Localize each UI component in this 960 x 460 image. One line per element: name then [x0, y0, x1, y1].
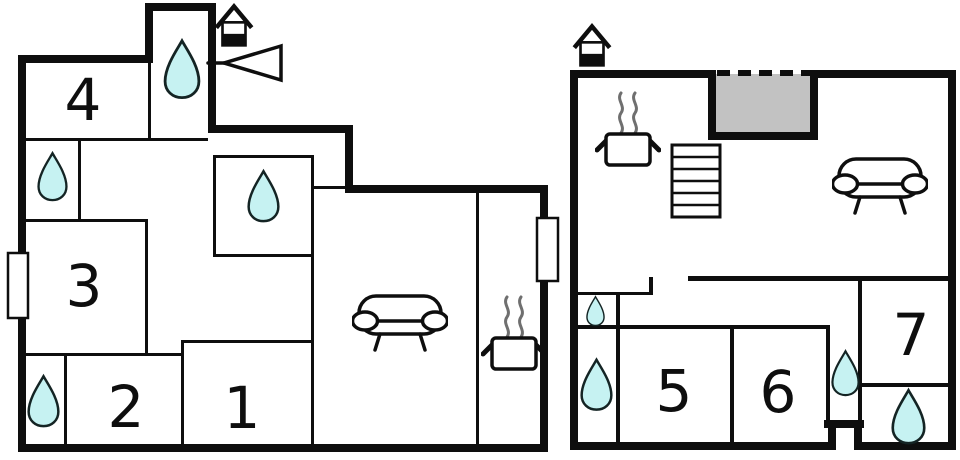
- wall-segment: [810, 70, 956, 78]
- window-marker: [535, 216, 560, 283]
- wall-segment: [476, 193, 479, 444]
- room-label-7: 7: [893, 301, 930, 369]
- wall-segment: [578, 292, 651, 295]
- wall-segment: [570, 70, 716, 78]
- wall-segment: [948, 70, 956, 450]
- wall-segment: [570, 70, 578, 450]
- wall-segment: [208, 3, 216, 133]
- wall-segment: [730, 329, 734, 442]
- wall-segment: [858, 281, 862, 442]
- wall-segment: [824, 420, 864, 428]
- wall-segment: [828, 428, 836, 450]
- water-drop-icon: [891, 388, 926, 445]
- water-drop-icon: [831, 349, 860, 397]
- wall-segment: [311, 155, 314, 444]
- floor-plan-right: 5 6 7: [570, 26, 956, 450]
- wall-segment: [213, 155, 216, 257]
- wall-segment: [708, 132, 818, 140]
- wall-segment: [26, 353, 183, 356]
- room-label-4: 4: [65, 66, 102, 134]
- water-drop-icon: [27, 374, 60, 428]
- wall-segment: [345, 125, 353, 193]
- wall-segment: [145, 3, 216, 11]
- view-direction-icon: [206, 43, 283, 83]
- wall-segment: [345, 185, 548, 193]
- balcony-recess: [716, 74, 810, 134]
- wall-segment: [862, 383, 948, 387]
- wall-segment: [181, 340, 184, 444]
- entrance-house-icon: [216, 6, 251, 45]
- steaming-pot-icon: [597, 93, 659, 165]
- wall-segment: [145, 222, 148, 355]
- sofa-icon: [352, 294, 448, 352]
- wall-segment: [810, 70, 818, 140]
- wall-segment: [26, 219, 148, 222]
- wall-segment: [688, 276, 948, 281]
- wall-segment: [314, 186, 345, 189]
- steaming-pot-icon: [483, 297, 545, 369]
- wall-segment: [213, 254, 314, 257]
- wall-segment: [78, 141, 81, 221]
- wall-segment: [826, 329, 830, 422]
- wall-segment: [26, 138, 208, 141]
- water-drop-icon: [163, 39, 201, 100]
- floor-plan-left: 4 3 2 1: [6, 3, 560, 452]
- room-label-6: 6: [760, 358, 797, 426]
- wall-segment: [148, 63, 151, 140]
- wall-segment: [181, 340, 314, 343]
- wall-segment: [708, 70, 716, 140]
- wall-segment: [18, 444, 548, 452]
- wall-segment: [64, 356, 67, 444]
- water-drop-icon: [247, 169, 280, 223]
- wall-segment: [208, 125, 353, 133]
- wall-segment: [856, 442, 956, 450]
- wall-segment: [18, 55, 151, 63]
- wall-segment: [616, 292, 620, 443]
- entrance-house-icon: [574, 26, 609, 65]
- room-label-3: 3: [66, 252, 103, 320]
- room-label-5: 5: [656, 357, 693, 425]
- wall-segment: [213, 155, 314, 158]
- room-label-1: 1: [224, 374, 261, 442]
- stairs-icon: [670, 143, 722, 219]
- wall-segment: [540, 185, 548, 452]
- wall-segment: [578, 325, 830, 329]
- room-label-2: 2: [108, 373, 145, 441]
- sofa-icon: [832, 157, 928, 215]
- window-marker: [6, 251, 30, 320]
- water-drop-icon: [580, 358, 613, 412]
- wall-segment: [649, 277, 653, 295]
- water-drop-icon: [37, 151, 68, 202]
- wall-segment: [145, 3, 153, 63]
- water-drop-icon: [586, 296, 605, 327]
- wall-segment: [570, 442, 836, 450]
